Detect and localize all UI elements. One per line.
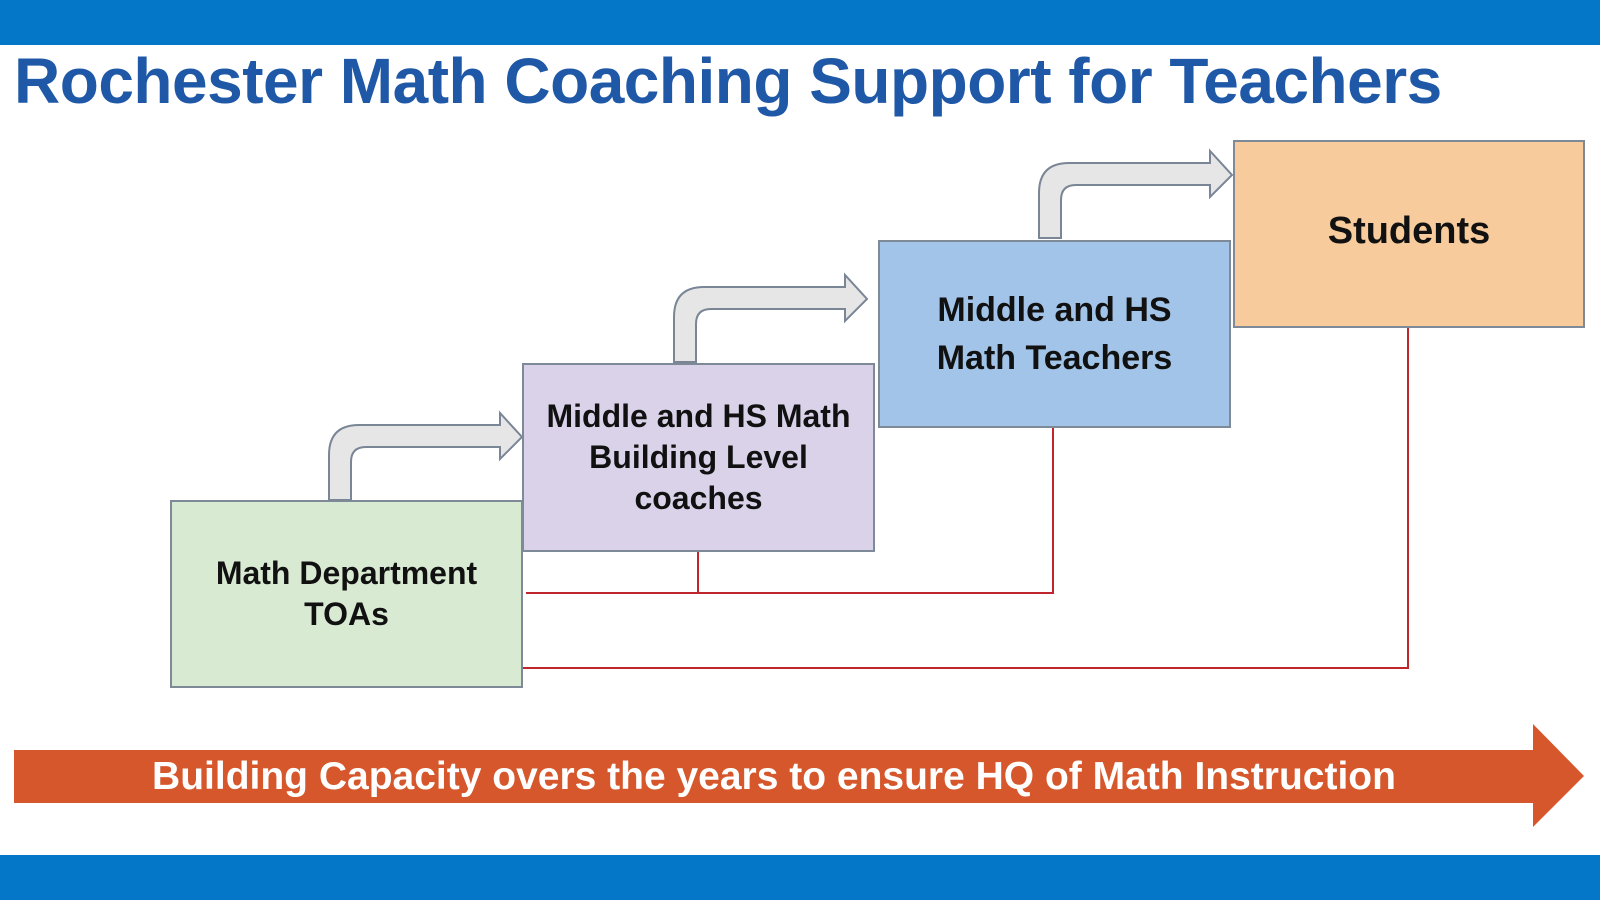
connector-line-teachers bbox=[698, 427, 1054, 594]
box-building-coaches: Middle and HS Math Building Level coache… bbox=[522, 363, 875, 552]
bent-arrow-icon bbox=[328, 410, 524, 501]
top-bar bbox=[0, 0, 1600, 45]
connector-line-students bbox=[518, 327, 1409, 669]
capacity-arrow bbox=[14, 724, 1584, 827]
bent-arrow-icon bbox=[1038, 148, 1234, 239]
box-label: Students bbox=[1327, 209, 1491, 252]
capacity-arrow-label: Building Capacity overs the years to ens… bbox=[152, 755, 1396, 798]
bent-arrow-icon bbox=[673, 272, 869, 363]
connector-line-coaches bbox=[526, 551, 699, 594]
bottom-bar bbox=[0, 855, 1600, 900]
box-label: Middle and HS Math Teachers bbox=[936, 291, 1173, 377]
box-label: Math Department TOAs bbox=[215, 555, 478, 632]
box-students: Students bbox=[1233, 140, 1585, 328]
box-label: Middle and HS Math Building Level coache… bbox=[546, 398, 851, 516]
box-math-department-toas: Math Department TOAs bbox=[170, 500, 523, 688]
page-title: Rochester Math Coaching Support for Teac… bbox=[14, 45, 1442, 117]
box-math-teachers: Middle and HS Math Teachers bbox=[878, 240, 1231, 428]
